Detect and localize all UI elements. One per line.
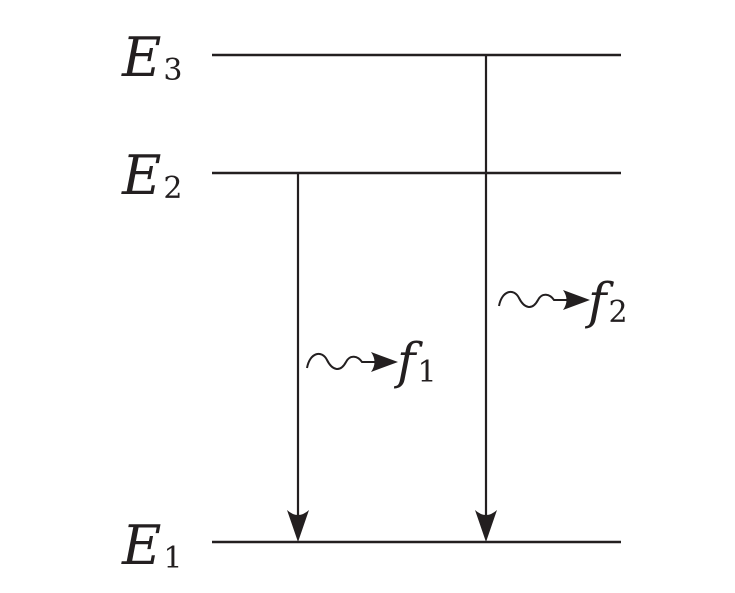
arrowhead-right-icon xyxy=(563,290,590,310)
transition-e3-e1 xyxy=(475,55,497,542)
transition-e2-e1 xyxy=(287,173,309,542)
photon-label-f2: f2 xyxy=(584,272,628,330)
wavy-arrow-icon xyxy=(306,352,388,370)
photon-f2: f2 xyxy=(498,272,628,330)
level-label-e1: E1 xyxy=(121,514,183,577)
level-label-e2: E2 xyxy=(121,144,183,207)
wavy-arrow-icon xyxy=(498,290,580,308)
photon-label-f1: f1 xyxy=(393,332,437,390)
arrowhead-down-icon xyxy=(287,510,309,542)
photon-f1: f1 xyxy=(306,332,437,390)
arrowhead-down-icon xyxy=(475,510,497,542)
level-label-e3: E3 xyxy=(121,26,183,89)
arrowhead-right-icon xyxy=(371,352,398,372)
